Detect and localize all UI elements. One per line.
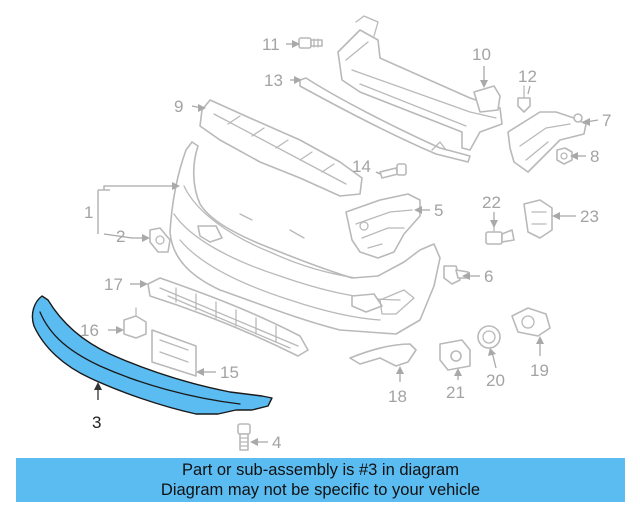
callout-9: 9 — [174, 97, 183, 116]
part-4-bolt — [237, 423, 251, 451]
part-1-bumper-cover — [169, 141, 441, 335]
part-17-grille — [147, 277, 309, 357]
part-22-sensor — [485, 225, 515, 245]
callout-1: 1 — [84, 203, 93, 222]
part-9-absorber — [199, 99, 363, 197]
callout-12: 12 — [518, 67, 537, 86]
leader-lines — [94, 40, 599, 446]
part-23-bracket — [523, 199, 553, 239]
part-12-clip — [517, 85, 531, 113]
part-16-fastener — [123, 307, 147, 339]
part-8-nut — [556, 147, 573, 165]
part-14-screw — [379, 163, 407, 179]
part-5-bracket — [345, 193, 421, 259]
callout-22: 22 — [482, 193, 501, 212]
part-10-reinforcement-bar — [337, 15, 503, 151]
part-18-trim — [349, 343, 417, 367]
callout-4: 4 — [272, 433, 281, 452]
callout-17: 17 — [104, 275, 123, 294]
callout-16: 16 — [80, 321, 99, 340]
callout-23: 23 — [580, 207, 599, 226]
part-21-sensor-bracket — [439, 339, 471, 371]
part-15-plate-bracket — [151, 329, 197, 377]
callout-11: 11 — [262, 35, 280, 54]
part-3-spoiler-highlighted[interactable] — [31, 295, 273, 415]
part-2-clip — [149, 227, 171, 253]
callout-7: 7 — [602, 111, 611, 130]
callout-20: 20 — [486, 371, 505, 390]
callout-13: 13 — [264, 71, 283, 90]
part-20-ring — [477, 325, 501, 349]
callout-15: 15 — [220, 363, 239, 382]
callout-8: 8 — [590, 147, 599, 166]
part-7-side-bracket — [507, 111, 587, 173]
callout-19: 19 — [530, 361, 549, 380]
info-banner: Part or sub-assembly is #3 in diagram Di… — [16, 458, 625, 502]
callout-3[interactable]: 3 — [92, 413, 101, 432]
callout-21: 21 — [446, 383, 465, 402]
banner-line-2: Diagram may not be specific to your vehi… — [160, 481, 481, 499]
callout-14: 14 — [352, 157, 371, 176]
callout-5: 5 — [434, 201, 443, 220]
callout-6: 6 — [484, 267, 493, 286]
part-19-sensor — [511, 307, 551, 337]
callout-labels: 1 2 3 4 5 6 7 8 9 10 11 12 13 14 15 16 1… — [80, 35, 611, 452]
part-11-screw — [298, 37, 323, 49]
callout-2: 2 — [116, 227, 125, 246]
callout-10: 10 — [472, 45, 491, 64]
callout-18: 18 — [388, 387, 407, 406]
banner-line-1: Part or sub-assembly is #3 in diagram — [182, 461, 459, 479]
part-13-strip — [299, 77, 471, 163]
